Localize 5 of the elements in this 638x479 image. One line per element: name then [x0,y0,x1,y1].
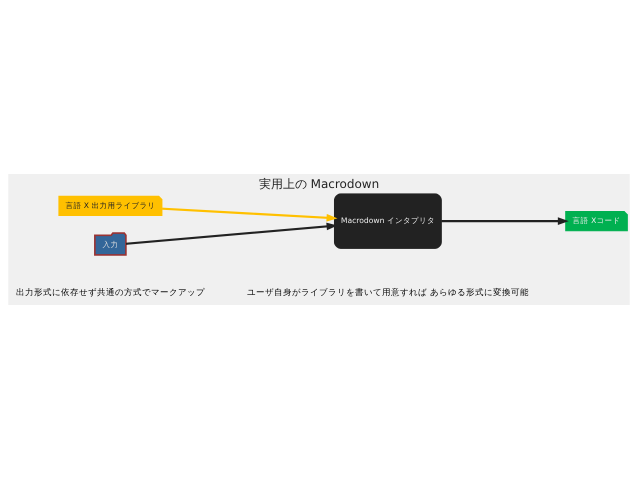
arrow [442,217,569,225]
arrow [162,208,338,222]
label: ユーザ自身がライブラリを書いて用意すれば あらゆる形式に変換可能 [247,288,529,298]
diagram-title: 実用上の Macrodown [258,176,380,191]
label: 出力形式に依存せず共通の方式でマークアップ [16,288,205,298]
